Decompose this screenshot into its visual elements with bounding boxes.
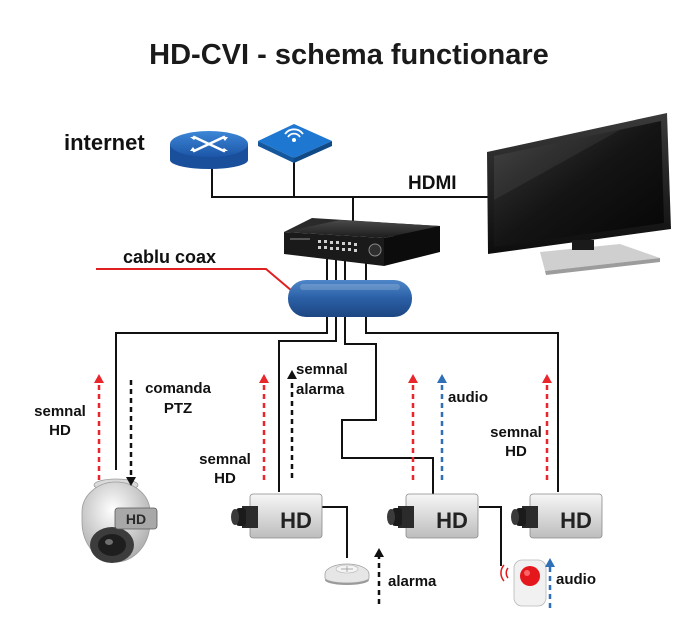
box-camera-icon: HD — [511, 493, 603, 539]
ptz-command-arrow — [126, 380, 136, 486]
hd-signal-arrow — [259, 374, 269, 480]
alarm-button-icon — [500, 559, 547, 607]
semnal-alarma-label: alarma — [296, 381, 345, 398]
ptz-dome-camera-icon: HD — [81, 478, 158, 563]
internet-label: internet — [64, 130, 145, 155]
hd-signal-arrow — [542, 374, 552, 480]
audio-signal-arrow — [545, 558, 555, 608]
dvr-icon — [284, 218, 440, 266]
page-title: HD-CVI - schema functionare — [149, 39, 549, 71]
camera-badge: HD — [280, 508, 312, 533]
semnal-hd-label: HD — [505, 443, 527, 460]
hd-signal-arrow — [408, 374, 418, 480]
hd-signal-arrow — [94, 374, 104, 480]
comanda-ptz-label: comanda — [145, 380, 212, 397]
camera-badge: HD — [560, 508, 592, 533]
comanda-ptz-label: PTZ — [164, 400, 192, 417]
audio-signal-arrow — [437, 374, 447, 480]
semnal-hd-label: semnal — [199, 451, 251, 468]
tv-monitor-icon — [487, 113, 671, 275]
coax-callout-line — [96, 268, 293, 292]
cablu-coax-label: cablu coax — [123, 247, 216, 267]
semnal-hd-label: semnal — [490, 424, 542, 441]
coax-barrel-icon — [288, 280, 412, 317]
camera-badge: HD — [436, 508, 468, 533]
audio-label: audio — [556, 571, 596, 588]
semnal-hd-label: HD — [49, 422, 71, 439]
smoke-detector-icon — [324, 563, 370, 585]
semnal-hd-label: semnal — [34, 403, 86, 420]
wireless-ap-icon — [258, 124, 332, 163]
camera-badge: HD — [126, 511, 146, 527]
alarm-signal-arrow — [287, 370, 297, 478]
hdmi-label: HDMI — [408, 173, 457, 194]
audio-label: audio — [448, 389, 488, 406]
semnal-alarma-label: semnal — [296, 361, 348, 378]
alarma-label: alarma — [388, 573, 437, 590]
semnal-hd-label: HD — [214, 470, 236, 487]
box-camera-icon: HD — [387, 493, 479, 539]
signal-arrows — [94, 370, 555, 608]
alarm-signal-arrow — [374, 548, 384, 604]
router-icon — [170, 131, 248, 169]
box-camera-icon: HD — [231, 493, 323, 539]
